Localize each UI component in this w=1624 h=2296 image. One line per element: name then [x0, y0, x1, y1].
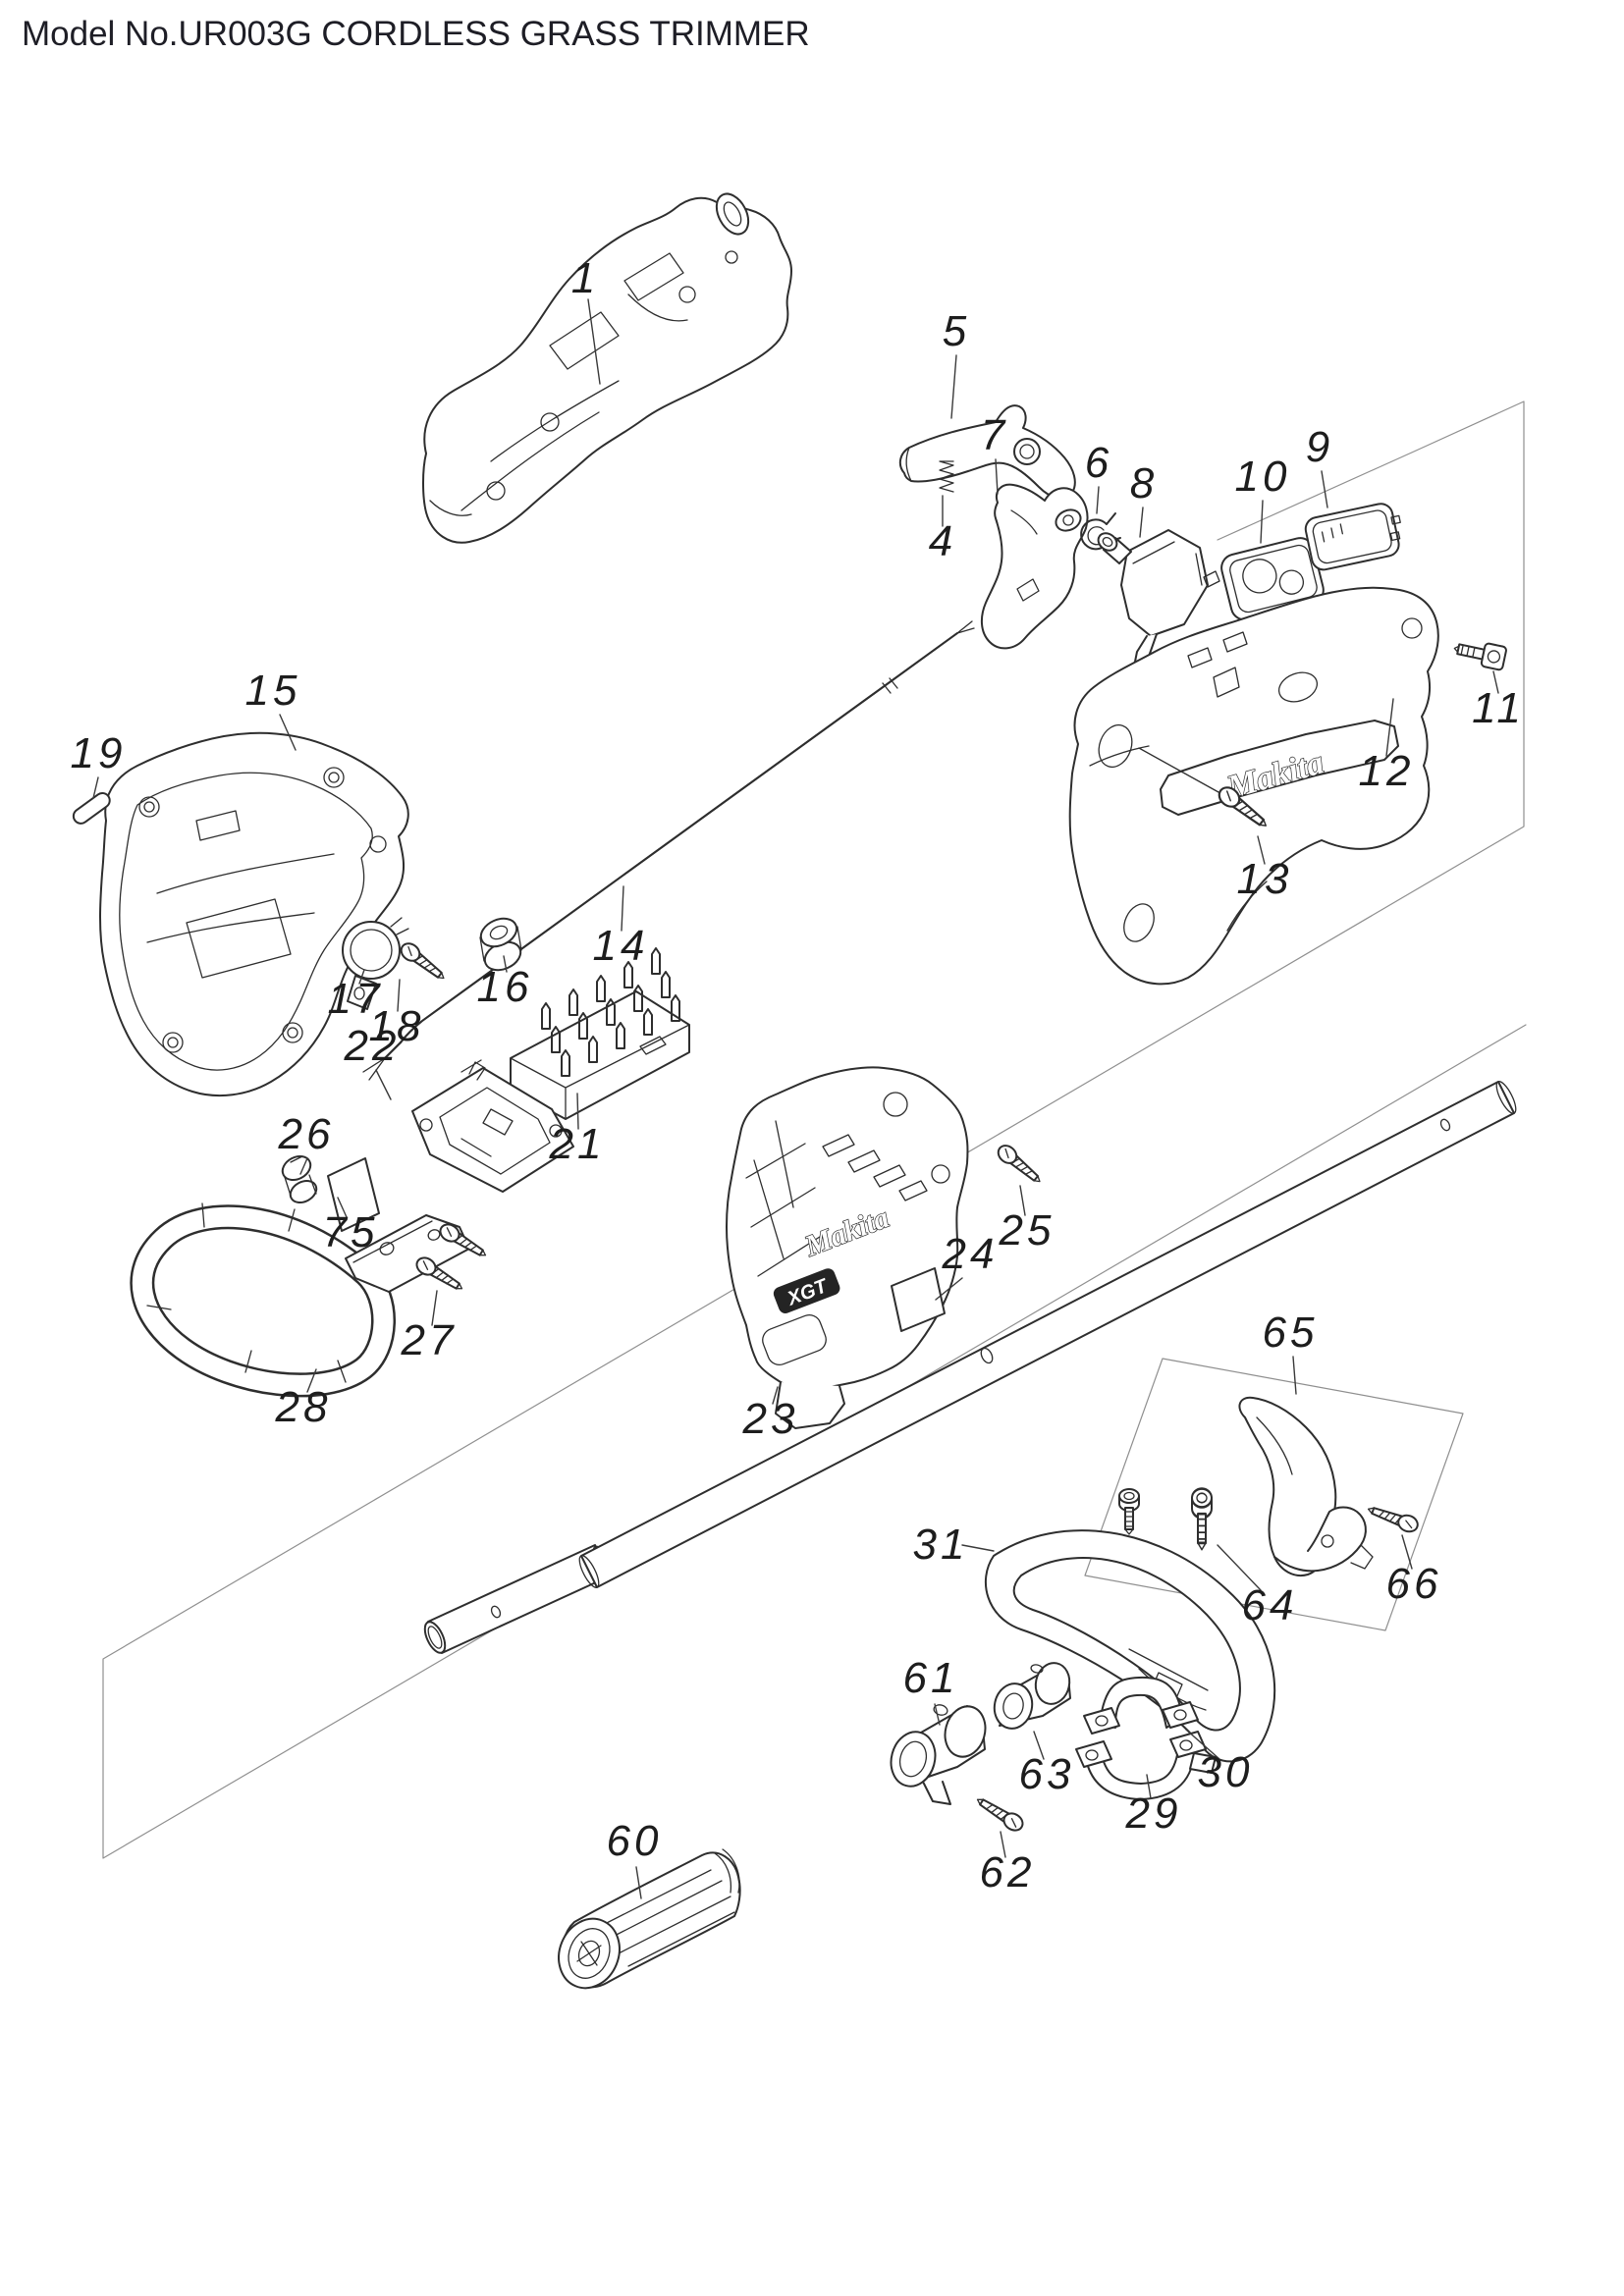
part-label-64: 64: [1242, 1581, 1298, 1629]
part-8-switch-drawing: [1097, 529, 1220, 672]
part-13-screw-drawing: [1138, 747, 1272, 834]
part-label-8: 8: [1130, 459, 1158, 507]
part-29-lower-clamp-drawing: [1075, 1731, 1217, 1800]
part-11-screw-drawing: [1453, 642, 1507, 671]
part-label-5: 5: [943, 307, 970, 355]
part-60-grip-drawing: [558, 1848, 741, 1990]
part-9-cover-drawing: [1304, 503, 1401, 571]
part-label-16: 16: [477, 963, 533, 1011]
part-17-clamp-drawing: [342, 917, 409, 1010]
shaft-pipe-drawing: [423, 1081, 1517, 1654]
part-19-seal-drawing: [72, 791, 111, 825]
part-24-label-drawing: [891, 1267, 946, 1332]
part-label-4: 4: [929, 517, 956, 565]
part-66-screw-drawing: [1364, 1500, 1422, 1535]
part-label-17: 17: [328, 975, 384, 1023]
part-4-spring-drawing: [939, 460, 954, 493]
part-18-screw-drawing: [397, 938, 450, 986]
part-label-13: 13: [1237, 855, 1293, 903]
part-label-19: 19: [71, 729, 127, 777]
part-label-65: 65: [1263, 1308, 1319, 1357]
part-label-12: 12: [1359, 747, 1415, 795]
part-label-61: 61: [903, 1654, 959, 1702]
part-label-29: 29: [1125, 1789, 1182, 1838]
page-title: Model No.UR003G CORDLESS GRASS TRIMMER: [22, 15, 810, 53]
part-1-handle-housing-drawing: [422, 192, 792, 544]
part-label-28: 28: [275, 1383, 332, 1431]
part-label-25: 25: [999, 1206, 1056, 1255]
part-number-labels: 1 4 5 6 7 8 9 10 11 12 13 14 15 16 17 18…: [71, 254, 1525, 1896]
part-label-63: 63: [1019, 1750, 1075, 1798]
part-label-66: 66: [1386, 1560, 1442, 1608]
part-label-11: 11: [1472, 684, 1525, 732]
part-7-trigger-drawing: [980, 483, 1089, 650]
part-16-bushing-drawing: [479, 917, 522, 972]
part-label-30: 30: [1198, 1748, 1254, 1796]
part-65-lever-drawing: [1238, 1396, 1374, 1576]
part-14-cable-drawing: [362, 620, 975, 1081]
part-label-22: 22: [344, 1022, 401, 1070]
part-label-23: 23: [742, 1395, 799, 1443]
part-label-24: 24: [942, 1230, 999, 1278]
part-25-screw-drawing: [994, 1141, 1047, 1189]
part-label-14: 14: [593, 922, 649, 970]
part-label-15: 15: [245, 667, 301, 715]
part-75-sheet-drawing: [327, 1157, 380, 1232]
part-label-31: 31: [913, 1521, 969, 1569]
part-26-bushing-drawing: [281, 1155, 318, 1204]
part-62-bolt-drawing: [972, 1791, 1027, 1836]
part-label-21: 21: [549, 1120, 606, 1168]
part-31-d-handle-drawing: [985, 1529, 1276, 1763]
part-30-upper-clamp-drawing: [1083, 1676, 1199, 1735]
part-label-27: 27: [401, 1316, 458, 1364]
part-21-terminal-block-drawing: [510, 947, 690, 1120]
leader-lines: [92, 298, 1499, 1899]
part-label-60: 60: [607, 1817, 663, 1865]
part-label-6: 6: [1085, 439, 1112, 487]
part-61-clamp-cylinder-drawing: [890, 1704, 987, 1805]
part-22-controller-drawing: [411, 1059, 574, 1193]
part-label-18: 18: [369, 1002, 425, 1050]
part-label-62: 62: [980, 1848, 1036, 1896]
construction-plane-lines: [102, 400, 1527, 1859]
part-label-7: 7: [981, 411, 1008, 459]
part-63-sleeve-drawing: [993, 1662, 1071, 1730]
part-12-rear-housing-drawing: Makita: [1068, 586, 1439, 986]
part-5-lockoff-lever-drawing: [898, 404, 1076, 500]
part-label-1: 1: [571, 254, 599, 302]
part-label-26: 26: [278, 1110, 335, 1158]
part-28-loop-handle-drawing: [130, 1202, 470, 1398]
part-label-75: 75: [323, 1208, 379, 1256]
part-label-9: 9: [1306, 423, 1333, 471]
part-label-10: 10: [1235, 453, 1291, 501]
